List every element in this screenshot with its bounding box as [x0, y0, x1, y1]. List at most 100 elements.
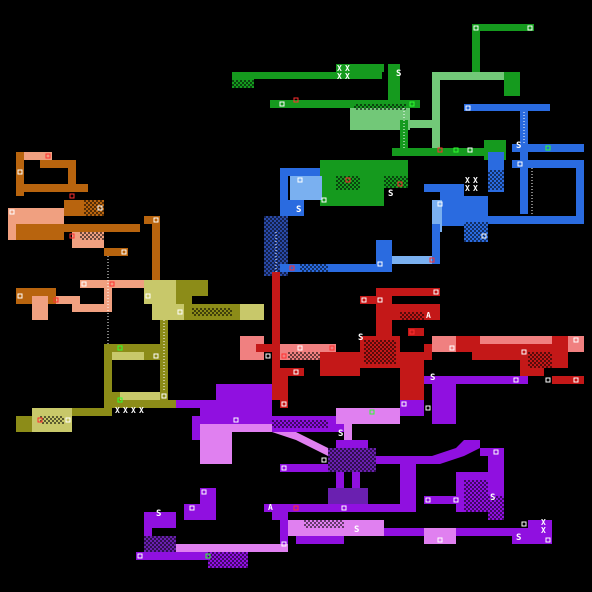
door-marker-icon	[281, 541, 287, 547]
boss-marker-icon: X	[131, 406, 136, 415]
door-marker-icon	[289, 265, 295, 271]
door-marker-icon	[467, 147, 473, 153]
door-marker-icon	[281, 353, 287, 359]
door-marker-icon	[97, 205, 103, 211]
door-marker-icon	[453, 147, 459, 153]
door-marker-icon	[53, 297, 59, 303]
save-station-icon: S	[516, 141, 521, 151]
door-marker-icon	[429, 257, 435, 263]
door-marker-icon	[205, 553, 211, 559]
door-marker-icon	[265, 353, 271, 359]
boss-marker-icon: X	[123, 406, 128, 415]
door-marker-icon	[177, 309, 183, 315]
save-station-icon: S	[296, 205, 301, 215]
save-station-icon: S	[354, 525, 359, 535]
door-marker-icon	[465, 105, 471, 111]
door-marker-icon	[397, 181, 403, 187]
boss-marker-icon: X	[473, 176, 478, 185]
door-marker-icon	[109, 281, 115, 287]
boss-marker-icon: X	[465, 184, 470, 193]
save-station-icon: S	[396, 69, 401, 79]
door-marker-icon	[573, 377, 579, 383]
door-marker-icon	[437, 147, 443, 153]
door-marker-icon	[481, 233, 487, 239]
door-marker-icon	[17, 169, 23, 175]
door-marker-icon	[433, 289, 439, 295]
door-marker-icon	[409, 329, 415, 335]
door-marker-icon	[17, 293, 23, 299]
door-marker-icon	[281, 401, 287, 407]
boss-marker-icon: X	[345, 72, 350, 81]
boss-marker-icon: X	[139, 406, 144, 415]
door-marker-icon	[453, 497, 459, 503]
boss-marker-icon: X	[541, 518, 546, 527]
door-marker-icon	[233, 417, 239, 423]
door-marker-icon	[545, 377, 551, 383]
door-marker-icon	[65, 417, 71, 423]
door-marker-icon	[521, 349, 527, 355]
door-marker-icon	[117, 397, 123, 403]
save-station-icon: S	[490, 493, 495, 503]
item-icon: A	[426, 311, 431, 320]
door-marker-icon	[449, 345, 455, 351]
door-marker-icon	[513, 377, 519, 383]
door-marker-icon	[527, 25, 533, 31]
door-marker-icon	[493, 449, 499, 455]
boss-marker-icon: X	[115, 406, 120, 415]
door-marker-icon	[161, 393, 167, 399]
save-station-icon: S	[430, 373, 435, 383]
door-marker-icon	[69, 233, 75, 239]
door-marker-icon	[117, 345, 123, 351]
door-marker-icon	[297, 345, 303, 351]
boss-marker-icon: X	[337, 72, 342, 81]
door-marker-icon	[293, 97, 299, 103]
region-norfair	[240, 272, 584, 408]
door-marker-icon	[369, 409, 375, 415]
save-station-icon: S	[156, 509, 161, 519]
save-station-icon: S	[388, 189, 393, 199]
item-icon: A	[268, 503, 273, 512]
door-marker-icon	[521, 521, 527, 527]
door-marker-icon	[153, 353, 159, 359]
door-marker-icon	[401, 401, 407, 407]
door-marker-icon	[545, 145, 551, 151]
connector-shafts	[107, 108, 533, 392]
save-station-icon: S	[516, 533, 521, 543]
door-marker-icon	[153, 217, 159, 223]
door-marker-icon	[329, 345, 335, 351]
door-marker-icon	[121, 249, 127, 255]
door-marker-icon	[37, 417, 43, 423]
door-marker-icon	[377, 261, 383, 267]
door-marker-icon	[425, 405, 431, 411]
boss-marker-icon: X	[473, 184, 478, 193]
door-marker-icon	[545, 537, 551, 543]
door-marker-icon	[293, 505, 299, 511]
door-marker-icon	[81, 281, 87, 287]
door-marker-icon	[145, 293, 151, 299]
door-marker-icon	[473, 25, 479, 31]
door-marker-icon	[377, 297, 383, 303]
door-marker-icon	[321, 457, 327, 463]
boss-marker-icon: X	[465, 176, 470, 185]
door-marker-icon	[281, 465, 287, 471]
boss-marker-icon: X	[541, 526, 546, 535]
door-marker-icon	[279, 101, 285, 107]
region-maridia	[264, 104, 584, 276]
door-marker-icon	[293, 369, 299, 375]
door-marker-icon	[201, 489, 207, 495]
boss-marker-icon: X	[337, 64, 342, 73]
region-brinstar-orange	[8, 152, 160, 320]
boss-marker-icon: X	[345, 64, 350, 73]
door-marker-icon	[321, 197, 327, 203]
door-marker-icon	[69, 193, 75, 199]
door-marker-icon	[573, 337, 579, 343]
door-marker-icon	[137, 553, 143, 559]
door-marker-icon	[341, 505, 347, 511]
door-marker-icon	[517, 161, 523, 167]
door-marker-icon	[297, 177, 303, 183]
region-wrecked-ship	[136, 376, 552, 568]
save-station-icon: S	[358, 333, 363, 343]
door-marker-icon	[361, 297, 367, 303]
